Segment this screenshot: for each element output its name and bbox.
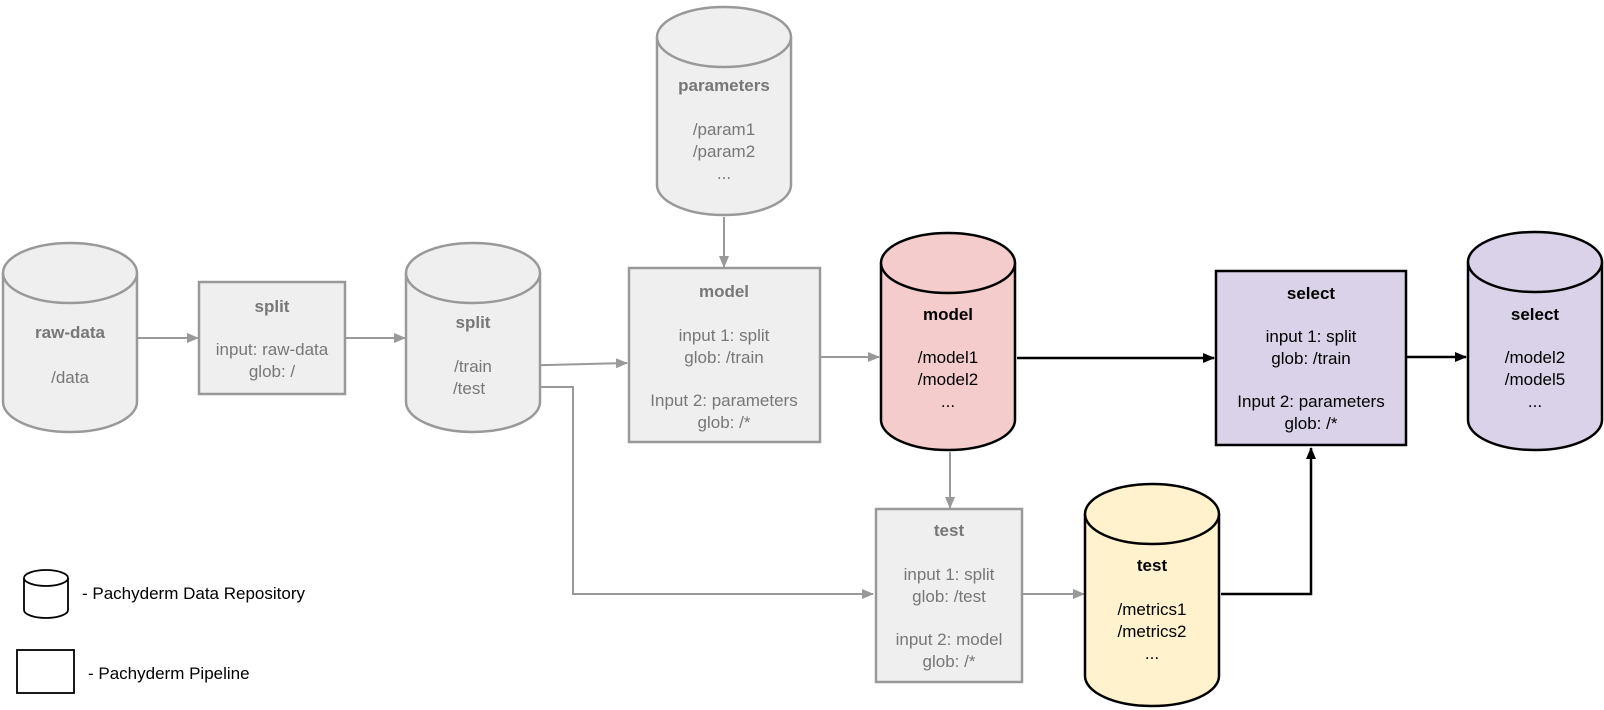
repo-model-line-2: /model2 bbox=[918, 370, 978, 389]
repo-select-line-1: /model2 bbox=[1505, 348, 1565, 367]
legend-repo-icon bbox=[23, 569, 69, 619]
repo-parameters-title: parameters bbox=[678, 76, 770, 95]
pipeline-select-line-3: Input 2: parameters bbox=[1237, 392, 1384, 411]
repo-test-line-2: /metrics2 bbox=[1118, 622, 1187, 641]
pipeline-select-line-1: input 1: split bbox=[1266, 327, 1357, 346]
repo-select-top bbox=[1466, 230, 1604, 294]
repo-parameters: parameters /param1 /param2 ... bbox=[655, 5, 793, 217]
repo-test-body bbox=[1083, 514, 1221, 708]
repo-split-title: split bbox=[456, 313, 491, 332]
repo-test-title: test bbox=[1137, 556, 1168, 575]
repo-test: test /metrics1 /metrics2 ... bbox=[1083, 482, 1221, 708]
repo-model-body bbox=[879, 263, 1017, 452]
pipeline-test: test input 1: split glob: /test input 2:… bbox=[874, 507, 1024, 684]
pipeline-test-line-1: input 1: split bbox=[904, 565, 995, 584]
pipeline-test-title: test bbox=[934, 521, 965, 540]
repo-raw-data-top bbox=[1, 241, 139, 305]
pipeline-model-line-4: glob: /* bbox=[698, 413, 751, 432]
repo-raw-data-line-1: /data bbox=[51, 368, 89, 387]
repo-parameters-top bbox=[655, 5, 793, 69]
repo-test-top bbox=[1083, 482, 1221, 546]
repo-split-line-2: /test bbox=[453, 379, 485, 398]
pipeline-select-box bbox=[1214, 269, 1408, 447]
repo-select-title: select bbox=[1511, 305, 1560, 324]
legend-pipeline-icon bbox=[16, 649, 75, 694]
pipeline-select-line-2: glob: /train bbox=[1271, 349, 1350, 368]
repo-model-title: model bbox=[923, 305, 973, 324]
pipeline-split-line-1: input: raw-data bbox=[216, 340, 329, 359]
repo-model-line-1: /model1 bbox=[918, 348, 978, 367]
pipeline-model-box bbox=[627, 266, 822, 444]
pipeline-model-line-3: Input 2: parameters bbox=[650, 391, 797, 410]
repo-split: split /train /test bbox=[404, 241, 542, 434]
pipeline-split: split input: raw-data glob: / bbox=[197, 280, 347, 396]
repo-select-body bbox=[1466, 262, 1604, 452]
pipeline-split-title: split bbox=[255, 297, 290, 316]
pipeline-select: select input 1: split glob: /train Input… bbox=[1214, 269, 1408, 447]
repo-parameters-line-3: ... bbox=[717, 164, 731, 183]
repo-raw-data: raw-data /data bbox=[1, 241, 139, 434]
repo-parameters-body bbox=[655, 37, 793, 217]
repo-test-line-1: /metrics1 bbox=[1118, 600, 1187, 619]
pipeline-model-line-1: input 1: split bbox=[679, 326, 770, 345]
pipeline-test-line-3: input 2: model bbox=[896, 630, 1003, 649]
repo-model-top bbox=[879, 231, 1017, 295]
repo-parameters-line-2: /param2 bbox=[693, 142, 755, 161]
repo-select-line-3: ... bbox=[1528, 392, 1542, 411]
repo-select: select /model2 /model5 ... bbox=[1466, 230, 1604, 452]
repo-model-line-3: ... bbox=[941, 392, 955, 411]
legend-repo-label: - Pachyderm Data Repository bbox=[82, 584, 305, 603]
pipeline-select-title: select bbox=[1287, 284, 1336, 303]
legend-pipeline-label: - Pachyderm Pipeline bbox=[88, 664, 250, 683]
pipeline-split-line-2: glob: / bbox=[249, 362, 296, 381]
pipeline-model-title: model bbox=[699, 282, 749, 301]
legend: - Pachyderm Data Repository - Pachyderm … bbox=[16, 569, 305, 694]
pipeline-split-box bbox=[197, 280, 347, 396]
repo-raw-data-body bbox=[1, 273, 139, 434]
edge-test-repo-to-select-pipeline bbox=[1221, 447, 1316, 596]
pipeline-test-box bbox=[874, 507, 1024, 684]
repo-raw-data-title: raw-data bbox=[35, 323, 105, 342]
pipeline-model: model input 1: split glob: /train Input … bbox=[627, 266, 822, 444]
repo-model: model /model1 /model2 ... bbox=[879, 231, 1017, 452]
pipeline-test-line-2: glob: /test bbox=[912, 587, 986, 606]
repo-test-line-3: ... bbox=[1145, 644, 1159, 663]
pipeline-test-line-4: glob: /* bbox=[923, 652, 976, 671]
repo-split-top bbox=[404, 241, 542, 305]
pipeline-select-line-4: glob: /* bbox=[1285, 414, 1338, 433]
repo-select-line-2: /model5 bbox=[1505, 370, 1565, 389]
repo-split-body bbox=[404, 273, 542, 434]
repo-parameters-line-1: /param1 bbox=[693, 120, 755, 139]
repo-split-line-1: /train bbox=[454, 357, 492, 376]
pipeline-model-line-2: glob: /train bbox=[684, 348, 763, 367]
